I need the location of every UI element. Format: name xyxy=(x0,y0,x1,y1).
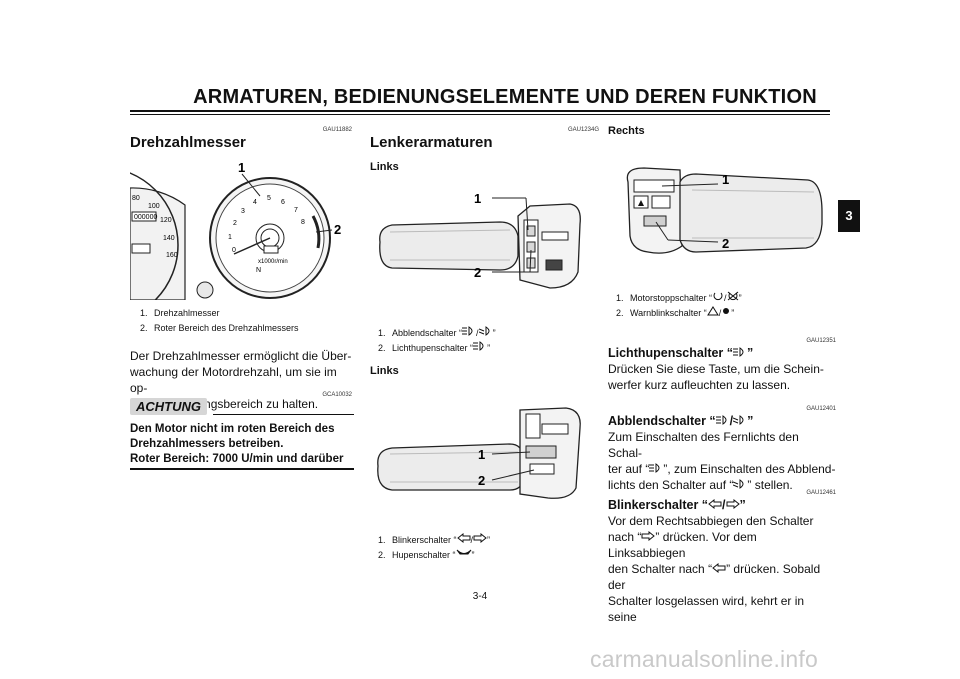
low-beam-icon xyxy=(732,415,744,425)
figure-callout-2: 2 xyxy=(474,265,481,280)
figure-callout-2: 2 xyxy=(722,236,729,251)
watermark: carmanualsonline.info xyxy=(590,646,818,672)
figure-callout-1: 1 xyxy=(478,447,485,462)
high-beam-icon xyxy=(649,463,660,473)
figure-caption-1: 1.Abblendschalter “/” xyxy=(378,326,496,338)
subheading-left-2: Links xyxy=(370,365,399,377)
svg-text:120: 120 xyxy=(160,217,172,224)
section-code: GAU12461 xyxy=(806,490,836,496)
header-rule-thin xyxy=(130,114,830,115)
svg-text:5: 5 xyxy=(267,195,271,202)
subheading-left-1: Links xyxy=(370,161,399,173)
figure-callout-2: 2 xyxy=(334,222,341,237)
section-body: Vor dem Rechtsabbiegen den Schalter nach… xyxy=(608,514,821,624)
svg-text:2: 2 xyxy=(233,220,237,227)
svg-text:80: 80 xyxy=(132,195,140,202)
svg-text:8: 8 xyxy=(301,219,305,226)
section-code: GAU12401 xyxy=(806,406,836,412)
low-beam-icon xyxy=(733,479,744,489)
turn-left-icon xyxy=(708,498,722,510)
high-beam-icon xyxy=(473,341,484,351)
figure-caption-2: 2.Warnblinkschalter “/” xyxy=(616,306,735,318)
svg-text:4: 4 xyxy=(253,199,257,206)
section-heading: Drehzahlmesser xyxy=(130,134,246,151)
svg-text:160: 160 xyxy=(166,252,178,259)
warning-rule-bottom xyxy=(130,468,354,470)
tachometer-illustration: 80 100 120 140 160 000000 0 1 2 3 4 5 6 … xyxy=(130,160,355,300)
warning-label: ACHTUNG xyxy=(130,398,207,416)
high-beam-icon xyxy=(715,415,727,425)
section-code: GAU11882 xyxy=(322,127,352,133)
svg-text:000000: 000000 xyxy=(134,214,157,221)
low-beam-icon xyxy=(478,326,490,336)
svg-text:6: 6 xyxy=(281,199,285,206)
horn-icon xyxy=(456,549,471,555)
section-body: Drücken Sie diese Taste, um die Schein- … xyxy=(608,362,824,392)
figure-caption-2: 2.Hupenschalter “” xyxy=(378,549,475,560)
svg-text:N: N xyxy=(256,267,261,274)
engine-run-icon xyxy=(713,292,723,301)
page-header-title: ARMATUREN, BEDIENUNGSELEMENTE UND DEREN … xyxy=(193,86,817,108)
high-beam-icon xyxy=(733,347,744,357)
svg-text:3: 3 xyxy=(241,208,245,215)
gauge-unit-label: x1000r/min xyxy=(258,259,288,265)
header-rule xyxy=(130,110,830,112)
svg-text:0: 0 xyxy=(232,247,236,254)
warning-code: GCA10032 xyxy=(322,392,352,398)
right-switch-illustration: 1 2 xyxy=(626,167,823,254)
section-heading: Lenkerarmaturen xyxy=(370,134,493,151)
figure-callout-1: 1 xyxy=(238,160,245,175)
figure-callout-1: 1 xyxy=(474,191,481,206)
left-switch-illustration: 1 2 xyxy=(379,191,581,289)
section-code: GAU1234G xyxy=(567,127,599,133)
section-code: GAU12351 xyxy=(806,338,836,344)
figure-caption-1: 1.Blinkerschalter “/” xyxy=(378,532,491,545)
svg-text:1: 1 xyxy=(228,234,232,241)
high-beam-icon xyxy=(462,326,473,336)
turn-left-icon xyxy=(456,532,471,544)
section-heading-dimmer: Abblendschalter “/” xyxy=(608,414,754,428)
svg-text:7: 7 xyxy=(294,207,298,214)
hazard-icon xyxy=(706,306,719,316)
svg-text:140: 140 xyxy=(163,235,175,242)
chapter-tab[interactable]: 3 xyxy=(838,200,860,232)
turn-right-icon xyxy=(473,532,487,544)
section-body: Zum Einschalten des Fernlichts den Schal… xyxy=(608,430,836,492)
warning-rule-top xyxy=(213,414,354,415)
left-switch-illustration-2: 1 2 xyxy=(377,407,581,499)
figure-caption-2: 2.Roter Bereich des Drehzahlmessers xyxy=(140,323,299,333)
figure-callout-1: 1 xyxy=(722,172,729,187)
figure-caption-1: 1.Motorstoppschalter “/” xyxy=(616,291,742,303)
turn-right-icon xyxy=(726,498,740,510)
hazard-dot-icon xyxy=(723,308,730,314)
figure-callout-2: 2 xyxy=(478,473,485,488)
turn-right-icon xyxy=(641,530,656,542)
engine-stop-icon xyxy=(727,291,738,301)
section-heading-headlight-flasher: Lichthupenschalter “” xyxy=(608,346,754,360)
page-number: 3-4 xyxy=(472,591,488,602)
turn-left-icon xyxy=(712,562,726,574)
section-heading-turn-signal: Blinkerschalter “/” xyxy=(608,498,746,512)
svg-text:100: 100 xyxy=(148,203,160,210)
subheading-right: Rechts xyxy=(608,125,645,137)
figure-caption-2: 2.Lichthupenschalter “” xyxy=(378,341,491,353)
warning-text: Den Motor nicht im roten Bereich des Dre… xyxy=(130,423,344,465)
figure-caption-1: 1.Drehzahlmesser xyxy=(140,308,220,318)
